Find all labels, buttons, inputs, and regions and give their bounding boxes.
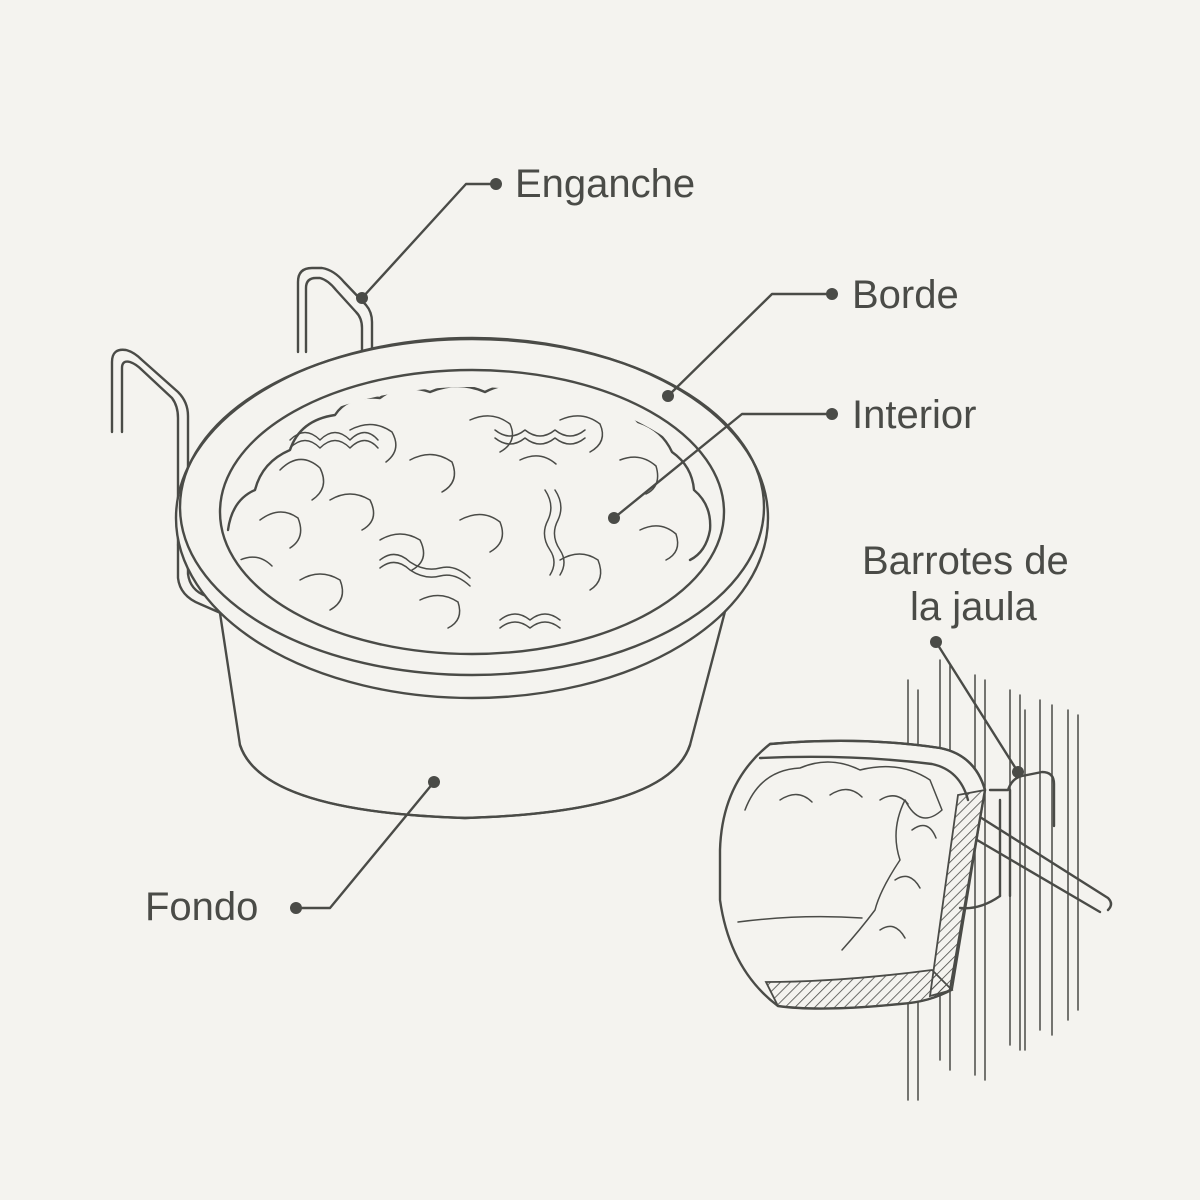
rim-anchor-dot [662,390,674,402]
bowl-rim [174,336,770,700]
rim-leader [666,292,834,398]
leader-lines [294,182,1020,910]
cage-bars-anchor-dot [1012,766,1024,778]
hook-leader [360,182,498,300]
labels: Enganche Borde Interior Barrotes de la j… [145,162,1069,929]
cage-bars-label-line2: la jaula [910,585,1038,629]
interior-leader [612,412,834,520]
cage-bars-label-dot [930,636,942,648]
inset-bowl-on-cage [718,659,1113,1101]
hook-label: Enganche [515,162,695,206]
cage-bars-label-line1: Barrotes de [862,539,1069,583]
hook-anchor-dot [356,292,368,304]
bottom-label-dot [290,902,302,914]
back-hook [296,266,374,354]
rim-label: Borde [852,273,959,317]
bottom-label: Fondo [145,885,258,929]
interior-label: Interior [852,393,977,437]
hook-label-dot [490,178,502,190]
interior-label-dot [826,408,838,420]
interior-anchor-dot [608,512,620,524]
cage-bars-leader [934,640,1020,774]
main-bowl [110,266,770,820]
rim-label-dot [826,288,838,300]
bowl-filling [226,387,712,629]
bottom-anchor-dot [428,776,440,788]
leader-dots [290,178,1024,914]
bottom-leader [294,780,436,910]
